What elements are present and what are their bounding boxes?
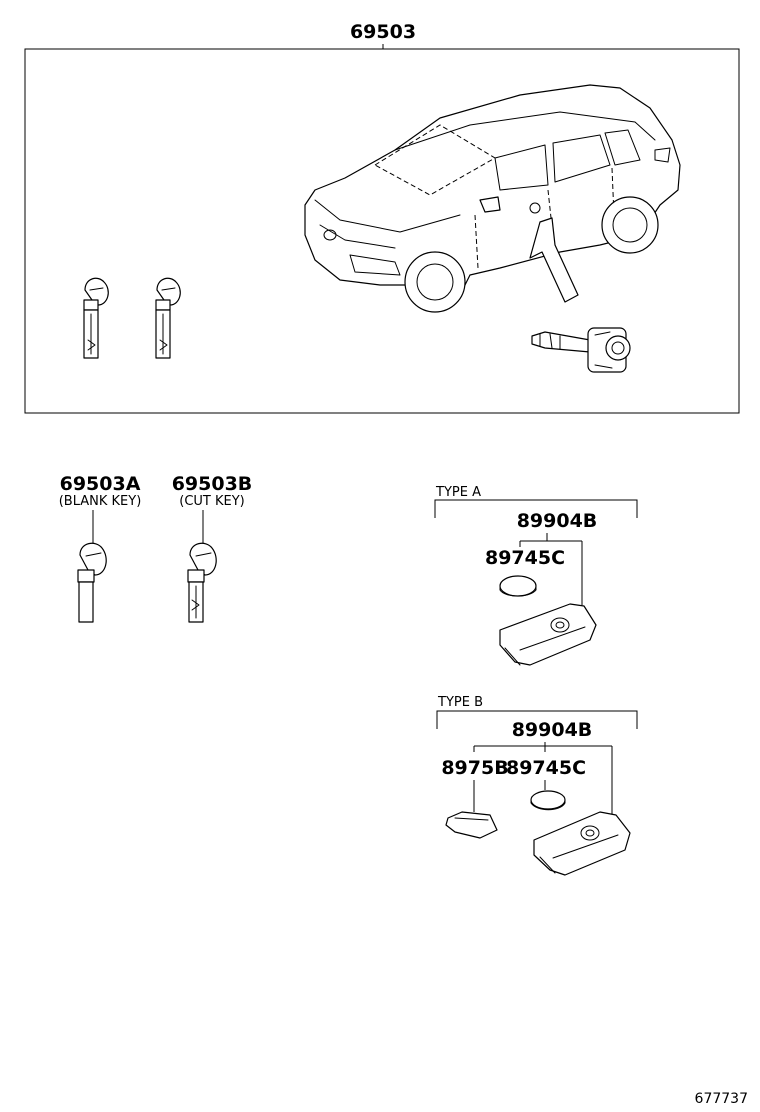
cut-key-description: (CUT KEY) <box>179 494 245 509</box>
door-lock-cylinder-icon <box>531 327 631 373</box>
assembly-frame <box>24 48 740 414</box>
assembly-part-number[interactable]: 69503 <box>350 21 416 43</box>
key-fob-icon <box>533 811 631 876</box>
battery-cover-icon <box>445 811 498 839</box>
type-a-title: TYPE A <box>435 485 481 500</box>
type-a-transmitter-part-number[interactable]: 89904B <box>517 510 598 532</box>
cut-key-part-number[interactable]: 69503B <box>172 473 253 495</box>
type-b-title: TYPE B <box>437 695 483 710</box>
key-icon <box>155 277 181 359</box>
arrow-pointer <box>529 217 579 303</box>
figure-reference-number: 677737 <box>695 1091 748 1107</box>
key-icon <box>83 277 109 359</box>
blank-key-icon <box>77 542 107 623</box>
coin-battery-icon <box>499 575 537 597</box>
type-b-cover-part-number[interactable]: 8975B <box>441 757 508 779</box>
car-illustration <box>304 84 681 313</box>
type-b-transmitter-part-number[interactable]: 89904B <box>512 719 593 741</box>
coin-battery-icon <box>530 790 566 811</box>
type-a-battery-part-number[interactable]: 89745C <box>485 547 565 569</box>
key-fob-icon <box>499 603 597 666</box>
cut-key-icon <box>187 542 217 623</box>
blank-key-description: (BLANK KEY) <box>59 494 142 509</box>
type-b-battery-part-number[interactable]: 89745C <box>506 757 586 779</box>
blank-key-part-number[interactable]: 69503A <box>60 473 141 495</box>
